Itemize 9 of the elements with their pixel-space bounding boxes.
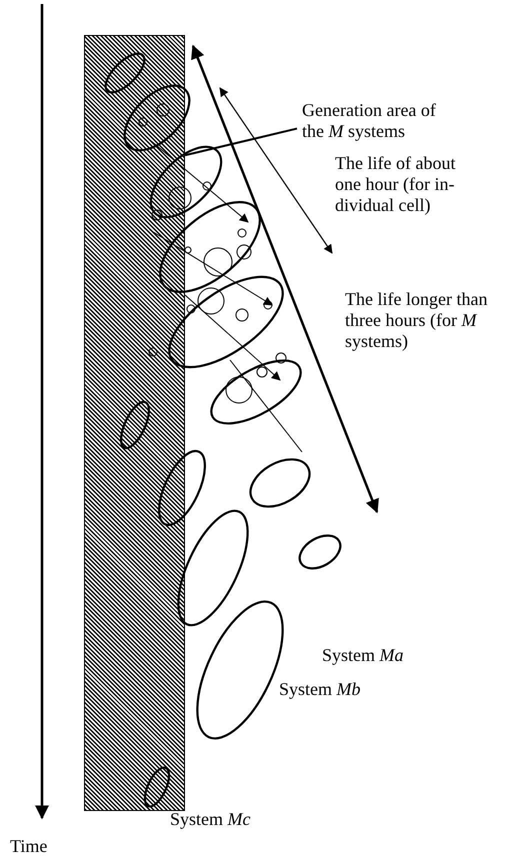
axis-label: Time	[10, 836, 48, 856]
annotation-text: Generation area of the M systems	[302, 100, 452, 142]
system-label: System Mc	[170, 809, 252, 830]
annotation-text: The life longer than three hours (for M systems)	[345, 289, 488, 352]
system-label: System Mb	[279, 679, 362, 700]
system-label: System Ma	[322, 645, 405, 666]
leader-line	[184, 128, 298, 156]
hatched-generation-band	[84, 35, 185, 811]
annotation-text: The life of about one hour (for in-dividual cell)	[335, 153, 456, 216]
